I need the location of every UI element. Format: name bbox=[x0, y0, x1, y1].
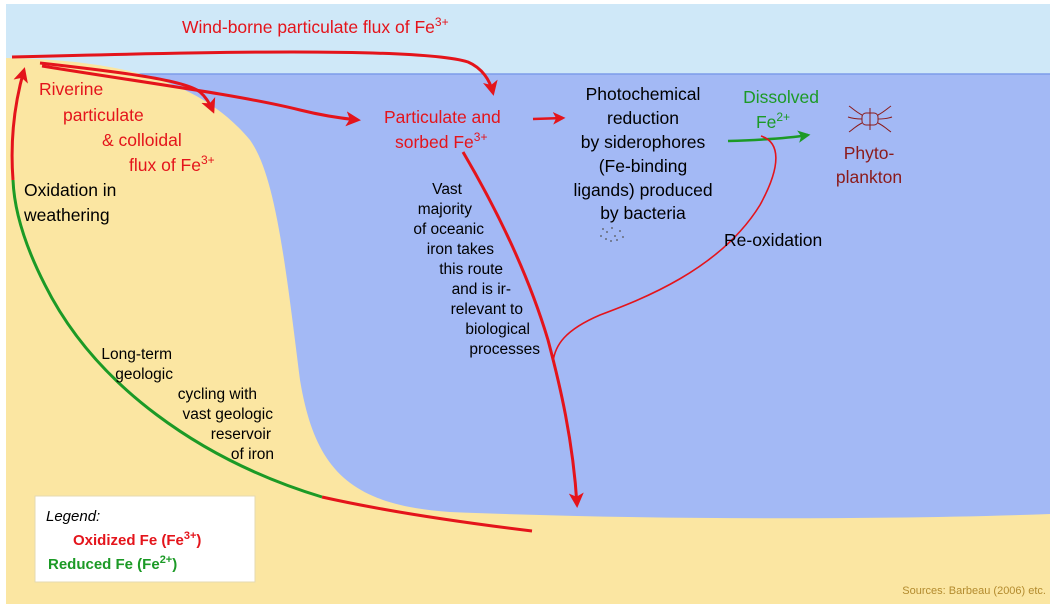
riverine-label-line: particulate bbox=[63, 105, 144, 125]
oxidation-label-line: Oxidation in bbox=[24, 180, 116, 200]
phytoplankton-icon bbox=[848, 106, 892, 132]
particulate-label-line: Particulate and bbox=[384, 107, 501, 127]
long-term-cycle-label-line: geologic bbox=[115, 366, 173, 383]
sky-region bbox=[6, 4, 1050, 76]
long-term-cycle-label-line: reservoir bbox=[211, 426, 271, 443]
legend: Legend: Oxidized Fe (Fe3+) Reduced Fe (F… bbox=[35, 496, 255, 582]
oxidation-label-line: weathering bbox=[23, 205, 110, 225]
legend-oxidized: Oxidized Fe (Fe3+) bbox=[73, 530, 201, 549]
wind-flux-label: Wind-borne particulate flux of Fe3+ bbox=[182, 15, 449, 37]
long-term-cycle-label-line: of iron bbox=[231, 446, 274, 463]
sources-label: Sources: Barbeau (2006) etc. bbox=[902, 585, 1046, 597]
vast-majority-label-line: of oceanic bbox=[413, 221, 484, 238]
photochemical-label-line: reduction bbox=[607, 108, 679, 128]
particulate-to-photo-arrow bbox=[533, 118, 563, 119]
photochemical-label-line: (Fe-binding bbox=[599, 156, 688, 176]
photochemical-label-line: ligands) produced bbox=[573, 180, 712, 200]
long-term-cycle-label-line: cycling with bbox=[178, 386, 257, 403]
vast-majority-label-line: biological bbox=[465, 321, 530, 338]
reoxidation-label: Re-oxidation bbox=[724, 230, 822, 250]
long-term-cycle-label-line: vast geologic bbox=[183, 406, 274, 423]
vast-majority-label-line: and is ir- bbox=[452, 281, 511, 298]
vast-majority-label-line: relevant to bbox=[451, 301, 523, 318]
photochemical-label-line: by siderophores bbox=[581, 132, 706, 152]
dissolved-label-line: Dissolved bbox=[743, 87, 819, 107]
legend-title: Legend: bbox=[46, 508, 100, 525]
vast-majority-label-line: this route bbox=[439, 261, 503, 278]
riverine-label-line: & colloidal bbox=[102, 130, 182, 150]
long-term-cycle-label-line: Long-term bbox=[101, 346, 172, 363]
phytoplankton-label-line: Phyto- bbox=[844, 143, 895, 163]
photochemical-label-line: by bacteria bbox=[600, 203, 686, 223]
vast-majority-label-line: majority bbox=[418, 201, 473, 218]
riverine-label-line: Riverine bbox=[39, 79, 103, 99]
legend-reduced: Reduced Fe (Fe2+) bbox=[48, 554, 177, 573]
photochemical-label-line: Photochemical bbox=[586, 84, 701, 104]
vast-majority-label-line: iron takes bbox=[427, 241, 494, 258]
vast-majority-label-line: Vast bbox=[432, 181, 463, 198]
vast-majority-label-line: processes bbox=[469, 341, 540, 358]
particulate-label-line: sorbed Fe3+ bbox=[395, 130, 487, 152]
phytoplankton-label-line: plankton bbox=[836, 167, 902, 187]
